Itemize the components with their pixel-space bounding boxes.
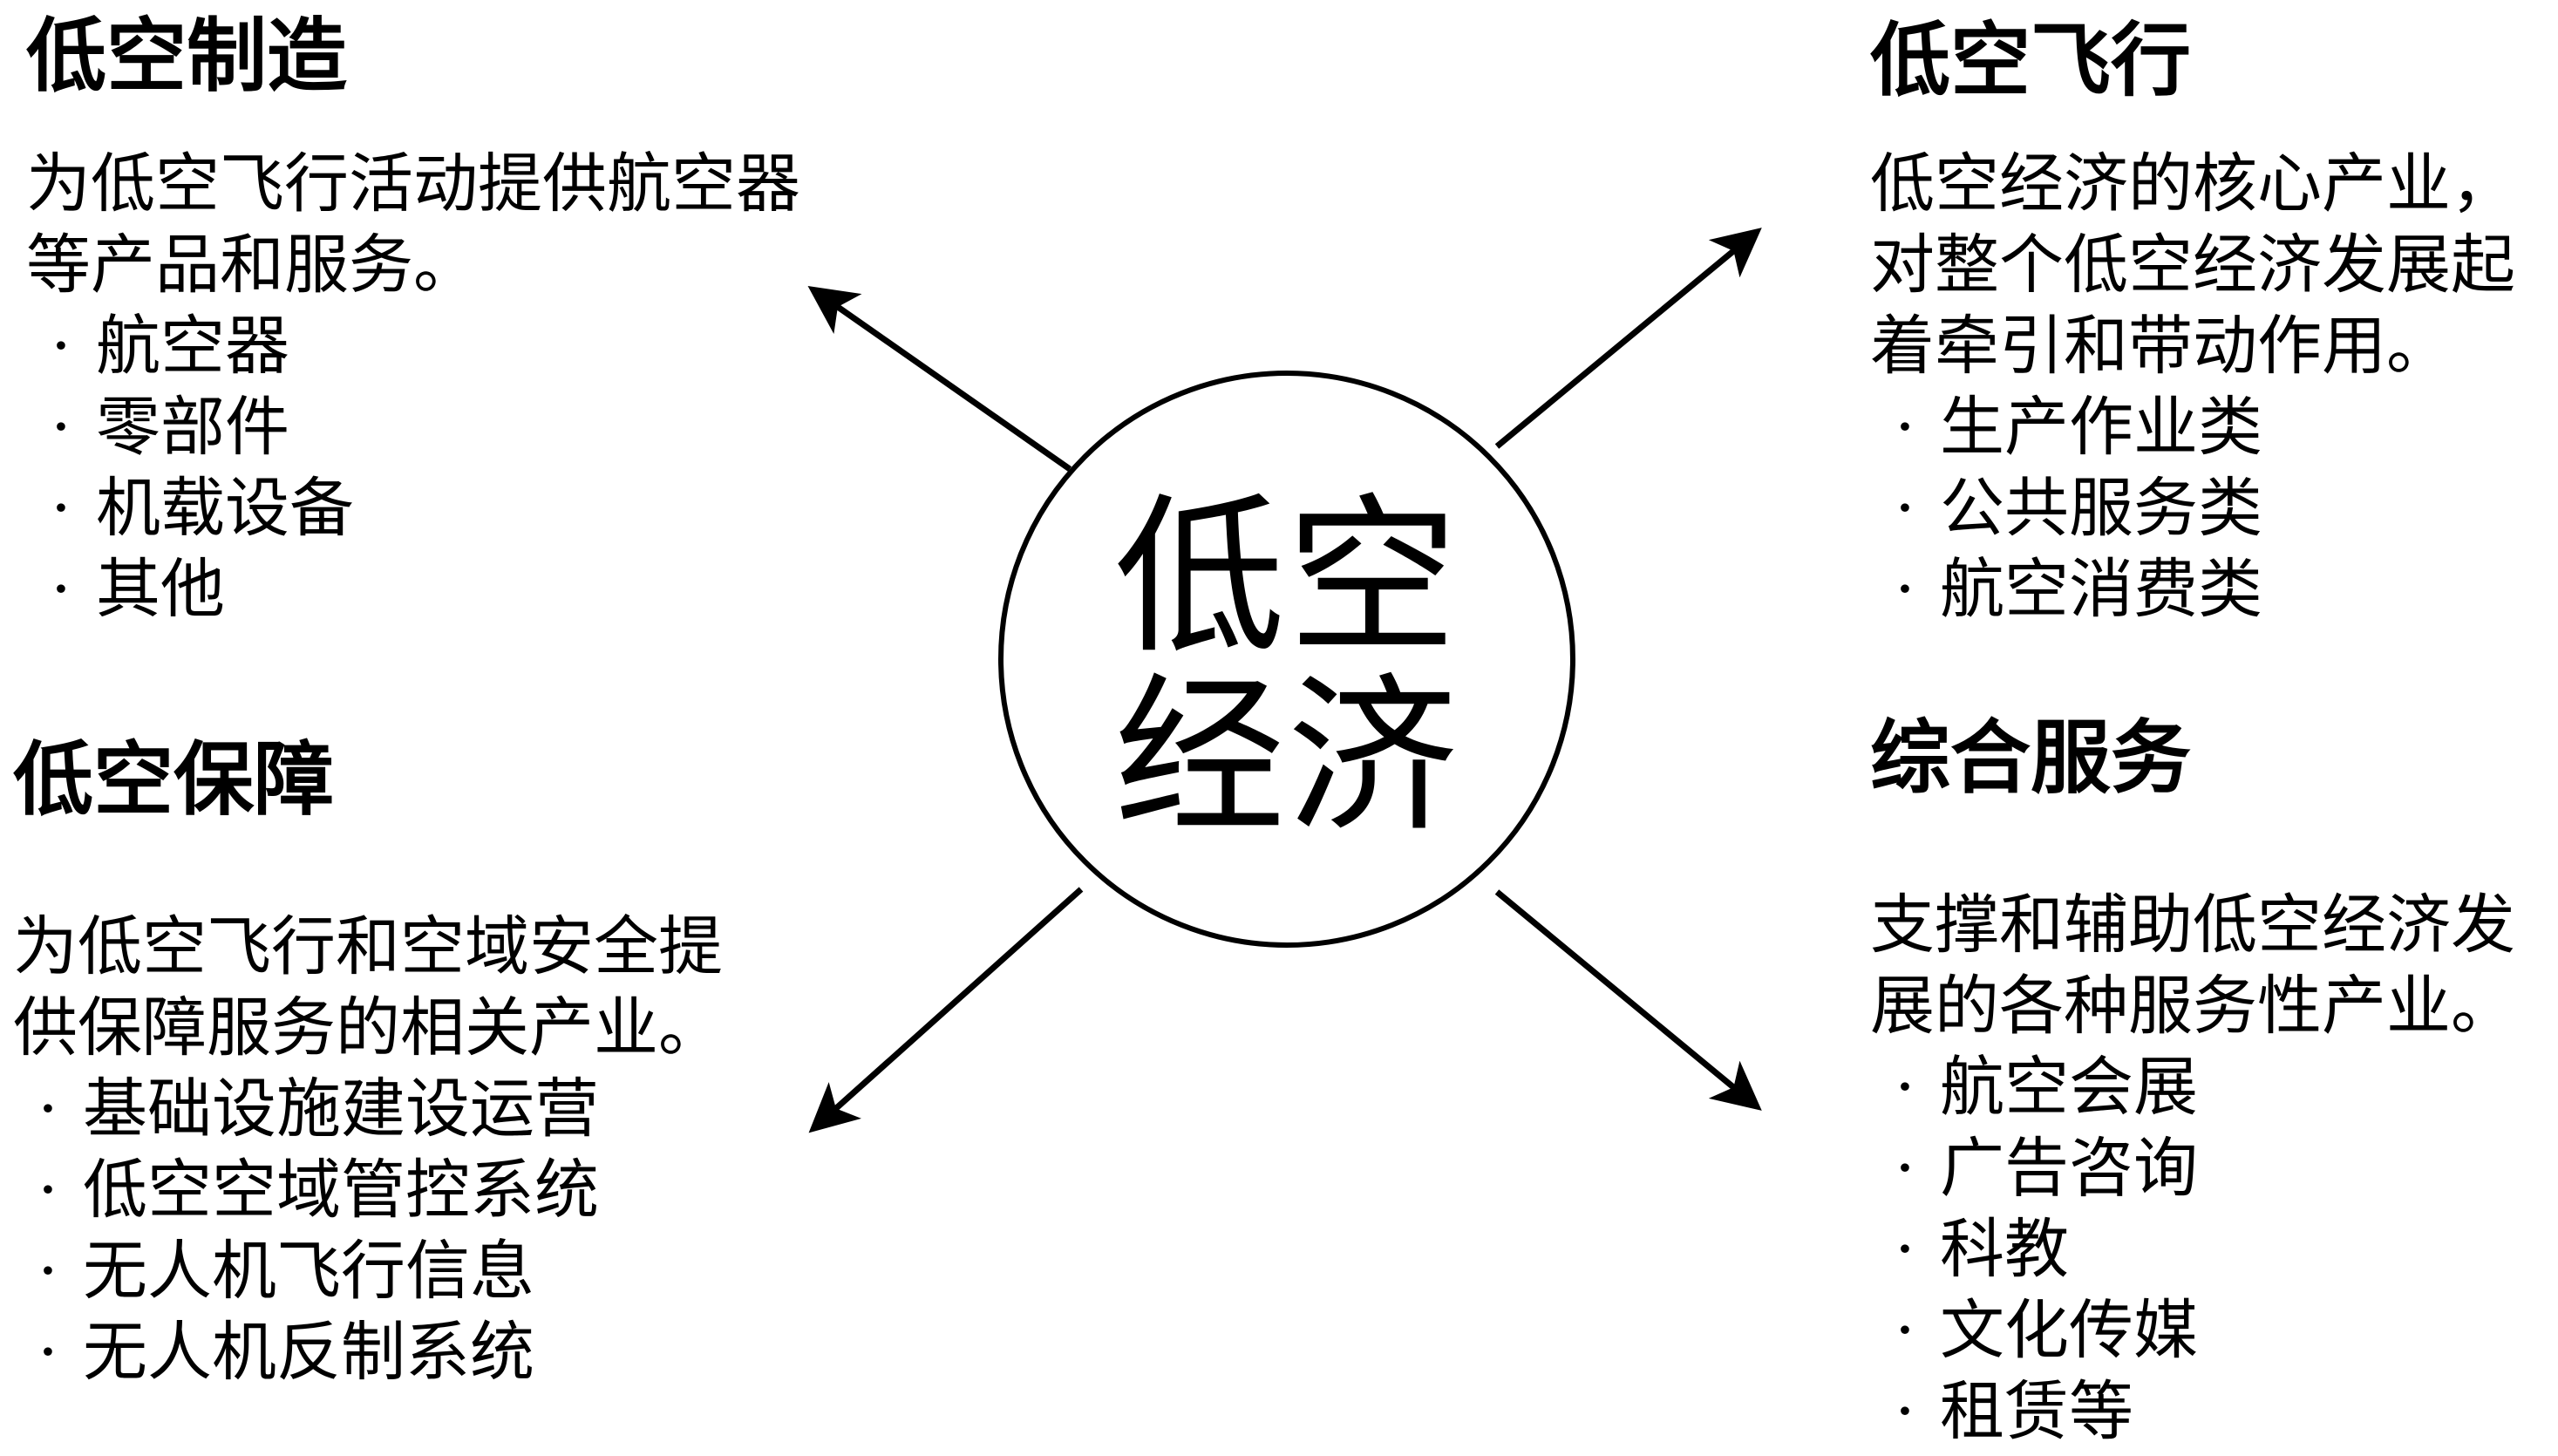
desc-line: 支撑和辅助低空经济发 (1870, 888, 2515, 963)
list-item: 无人机飞行信息 (13, 1231, 723, 1312)
center-label-line-1: 低空 (1113, 479, 1459, 677)
list-item: 无人机反制系统 (13, 1312, 723, 1393)
desc-line: 为低空飞行和空域安全提 (13, 909, 723, 984)
list-item: 航空器 (26, 306, 800, 387)
list-item: 低空空域管控系统 (13, 1150, 723, 1231)
desc-line: 展的各种服务性产业。 (1870, 969, 2515, 1044)
section-support-title: 低空保障 (13, 733, 335, 827)
section-flight-items: 生产作业类 公共服务类 航空消费类 (1870, 387, 2515, 630)
center-label: 低空 经济 (998, 488, 1575, 847)
section-support-desc: 为低空飞行和空域安全提 供保障服务的相关产业。 (13, 907, 723, 1069)
section-support: 低空保障 为低空飞行和空域安全提 供保障服务的相关产业。 基础设施建设运营 低空… (13, 732, 723, 1393)
arrow-to-support (808, 887, 1084, 1133)
list-item: 零部件 (26, 387, 800, 468)
section-services: 综合服务 支撑和辅助低空经济发 展的各种服务性产业。 航空会展 广告咨询 科教 … (1870, 711, 2515, 1453)
section-flight-desc: 低空经济的核心产业， 对整个低空经济发展起 着牵引和带动作用。 (1870, 144, 2515, 387)
arrow-to-flight (1494, 228, 1762, 449)
list-item: 其他 (26, 549, 800, 630)
section-manufacturing-title: 低空制造 (26, 10, 348, 103)
center-label-line-2: 经济 (1113, 658, 1459, 857)
section-manufacturing-desc: 为低空飞行活动提供航空器 等产品和服务。 (26, 144, 800, 306)
section-services-title: 综合服务 (1870, 711, 2192, 805)
arrow-to-services (1494, 889, 1762, 1111)
desc-line: 供保障服务的相关产业。 (13, 990, 723, 1065)
section-flight-title: 低空飞行 (1870, 14, 2192, 107)
desc-line: 对整个低空经济发展起 (1870, 228, 2515, 303)
list-item: 基础设施建设运营 (13, 1069, 723, 1150)
section-manufacturing-items: 航空器 零部件 机载设备 其他 (26, 306, 800, 630)
list-item: 广告咨询 (1870, 1128, 2515, 1209)
desc-line: 为低空飞行活动提供航空器 (26, 146, 800, 221)
list-item: 科教 (1870, 1209, 2515, 1290)
desc-line: 着牵引和带动作用。 (1870, 309, 2451, 384)
section-flight: 低空飞行 低空经济的核心产业， 对整个低空经济发展起 着牵引和带动作用。 生产作… (1870, 13, 2515, 630)
arrow-to-manufacturing (807, 285, 1072, 472)
desc-line: 等产品和服务。 (26, 228, 478, 303)
list-item: 公共服务类 (1870, 468, 2515, 549)
section-services-items: 航空会展 广告咨询 科教 文化传媒 租赁等 (1870, 1047, 2515, 1453)
list-item: 生产作业类 (1870, 387, 2515, 468)
list-item: 航空消费类 (1870, 549, 2515, 630)
list-item: 文化传媒 (1870, 1290, 2515, 1371)
list-item: 航空会展 (1870, 1047, 2515, 1128)
center-circle (998, 371, 1575, 948)
list-item: 租赁等 (1870, 1371, 2515, 1453)
section-manufacturing: 低空制造 为低空飞行活动提供航空器 等产品和服务。 航空器 零部件 机载设备 其… (26, 9, 800, 630)
list-item: 机载设备 (26, 468, 800, 549)
section-support-items: 基础设施建设运营 低空空域管控系统 无人机飞行信息 无人机反制系统 (13, 1069, 723, 1393)
section-services-desc: 支撑和辅助低空经济发 展的各种服务性产业。 (1870, 885, 2515, 1047)
desc-line: 低空经济的核心产业， (1870, 146, 2515, 221)
